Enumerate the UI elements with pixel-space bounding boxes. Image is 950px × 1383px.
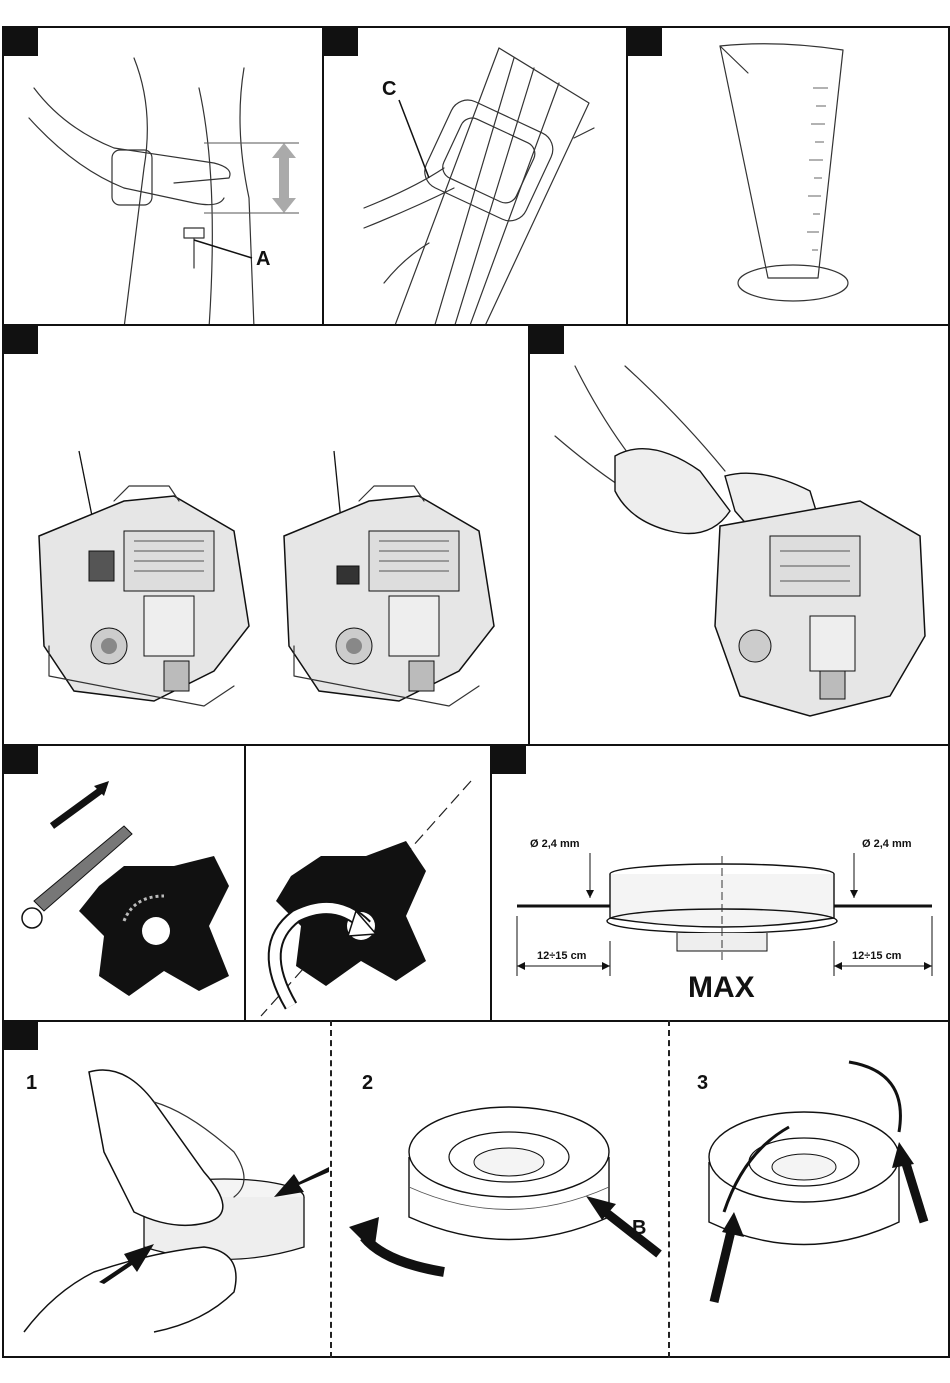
panel-engine-handle <box>528 324 950 746</box>
panel-line-length: Ø 2,4 mm Ø 2,4 mm 12÷15 cm 12÷15 cm MAX <box>490 744 950 1022</box>
step-2-label: 2 <box>362 1072 373 1095</box>
step-divider <box>330 1020 332 1358</box>
measuring-cup-illustration <box>628 28 950 326</box>
step-3-label: 3 <box>697 1072 708 1095</box>
label-dia-right: Ø 2,4 mm <box>862 838 912 850</box>
panel-harness-height: A <box>2 26 324 326</box>
panel-blade-direction <box>244 744 492 1022</box>
label-len-right: 12÷15 cm <box>852 950 901 962</box>
engine-handle-illustration <box>530 326 950 746</box>
harness-buckle-illustration <box>324 28 628 326</box>
step-divider <box>668 1020 670 1358</box>
label-a: A <box>256 248 270 271</box>
panel-harness-buckle: C <box>322 26 628 326</box>
engine-illustration-pair <box>4 326 530 746</box>
panel-engine-choke <box>2 324 530 746</box>
spool-reload-illustration <box>4 1022 950 1358</box>
blade-rotation-illustration <box>246 746 492 1022</box>
blade-file-illustration <box>4 746 246 1022</box>
panel-spool-reload: 1 2 3 B <box>2 1020 950 1358</box>
label-c: C <box>382 78 396 101</box>
label-len-left: 12÷15 cm <box>537 950 586 962</box>
panel-measuring-cup <box>626 26 950 326</box>
harness-height-illustration <box>4 28 324 326</box>
step-1-label: 1 <box>26 1072 37 1095</box>
label-dia-left: Ø 2,4 mm <box>530 838 580 850</box>
panel-blade-sharpen <box>2 744 246 1022</box>
label-b: B <box>632 1217 646 1240</box>
label-max: MAX <box>688 971 755 1005</box>
